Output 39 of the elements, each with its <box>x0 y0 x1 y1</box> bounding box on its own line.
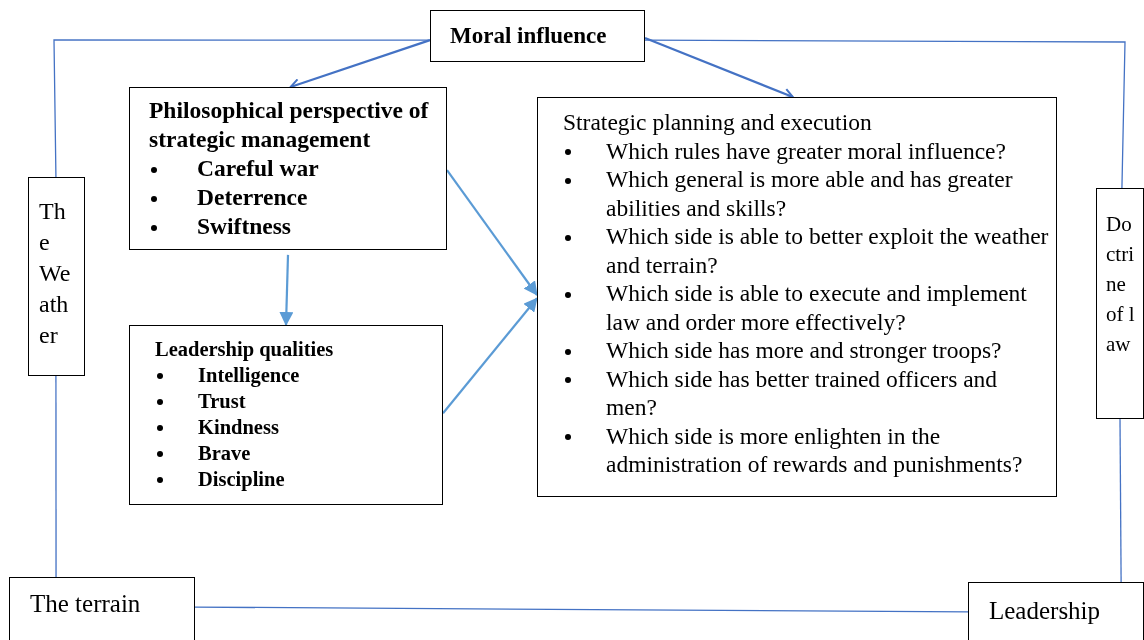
bullet-item: Trust <box>155 388 438 414</box>
factor-box <box>9 577 195 640</box>
box-label: Doctrine of law <box>1106 211 1136 358</box>
arrow <box>279 254 294 326</box>
bullet-item: Kindness <box>155 414 438 440</box>
box-heading: Philosophical perspective of strategic management <box>149 96 430 154</box>
bullet-item: Which general is more able and has greater abilities and skills? <box>563 165 1050 222</box>
connector-line <box>53 39 431 178</box>
concept-box <box>129 325 443 505</box>
connector-line <box>55 375 57 578</box>
connector-line <box>194 606 969 613</box>
process-box <box>537 97 1057 497</box>
factor-box <box>28 177 85 376</box>
bullet-item: Brave <box>155 440 438 466</box>
connector-line <box>1119 418 1122 583</box>
bullet-item: Which side is able to better exploit the weather and terrain? <box>563 222 1050 279</box>
box-label: The terrain <box>30 589 142 619</box>
factor-box <box>968 582 1144 640</box>
box-label: Leadership <box>989 596 1102 626</box>
factor-box <box>1096 188 1144 419</box>
box-heading: Leadership qualities <box>155 337 335 362</box>
arrow <box>442 297 538 414</box>
bullet-item: Swiftness <box>149 212 442 241</box>
bullet-item: Which side is more enlighten in the administration of rewards and punishments? <box>563 421 1050 479</box>
box-heading: Strategic planning and execution <box>563 108 873 137</box>
arrow <box>446 169 538 296</box>
bullet-item: Which rules have greater moral influence? <box>563 136 1050 165</box>
bullet-item: Careful war <box>149 154 442 183</box>
box-label: Moral influence <box>450 22 608 50</box>
bullet-item: Deterrence <box>149 183 442 212</box>
bullet-item: Intelligence <box>155 362 438 388</box>
bullet-item: Which side has more and stronger troops? <box>563 336 1050 365</box>
bullet-item: Discipline <box>155 466 438 492</box>
connector-line <box>644 39 1126 189</box>
bullet-item: Which side has better trained officers and men? <box>563 364 1050 422</box>
concept-box <box>129 87 447 250</box>
process-box <box>430 10 645 62</box>
bullet-item: Which side is able to execute and implement law and order more effectively? <box>563 279 1050 336</box>
box-label: The Weather <box>39 197 71 350</box>
